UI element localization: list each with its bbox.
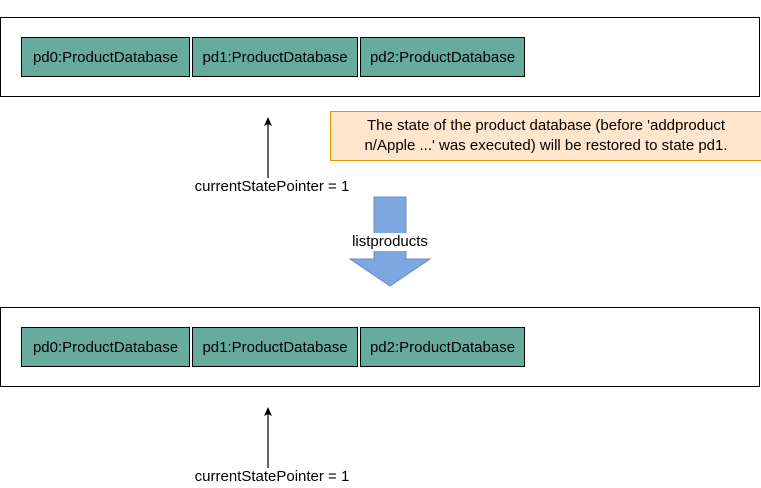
current-state-pointer-label: currentStatePointer = 1 — [194, 178, 350, 195]
state-pd2: pd2:ProductDatabase — [360, 37, 525, 77]
restore-note: The state of the product database (befor… — [330, 111, 761, 161]
state-pd0: pd0:ProductDatabase — [21, 327, 190, 367]
note-line-1: The state of the product database (befor… — [366, 117, 726, 134]
state-pd1: pd1:ProductDatabase — [192, 37, 358, 77]
pointer-arrow-icon — [264, 407, 272, 468]
state-list-after: pd0:ProductDatabase pd1:ProductDatabase … — [0, 307, 760, 387]
note-line-2: n/Apple ...' was executed) will be resto… — [364, 137, 728, 154]
current-state-pointer-label: currentStatePointer = 1 — [194, 468, 350, 485]
pointer-arrow-icon — [264, 117, 272, 178]
state-list-before: pd0:ProductDatabase pd1:ProductDatabase … — [0, 17, 760, 97]
state-pd0: pd0:ProductDatabase — [21, 37, 190, 77]
state-pd2: pd2:ProductDatabase — [360, 327, 525, 367]
state-pd1: pd1:ProductDatabase — [192, 327, 358, 367]
command-label: listproducts — [340, 233, 440, 251]
